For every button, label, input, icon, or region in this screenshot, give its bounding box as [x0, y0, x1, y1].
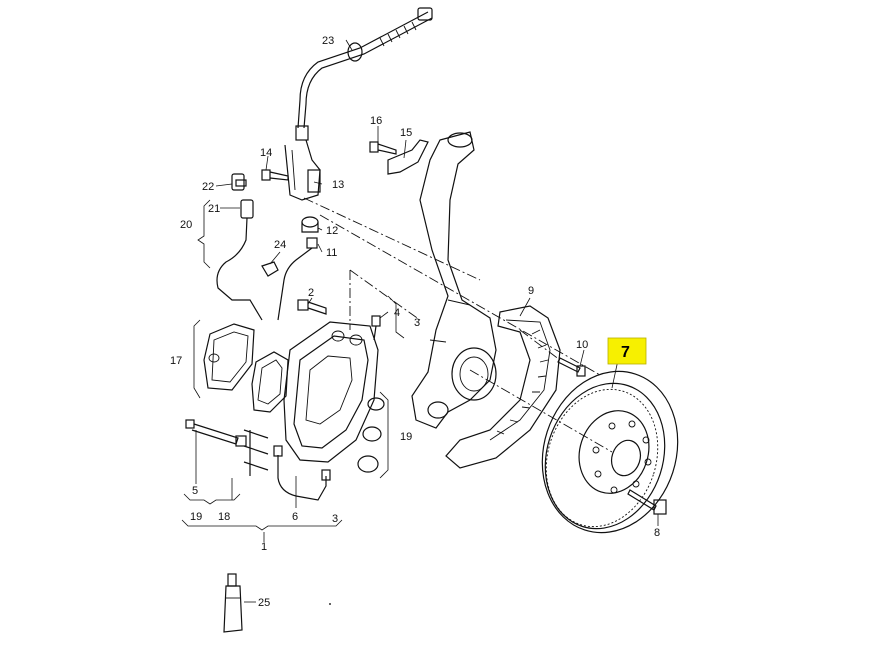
callout-5: 5	[192, 485, 198, 497]
callout-21: 21	[208, 203, 220, 215]
leader-lines	[195, 39, 659, 603]
seal-kit-19[interactable]	[357, 397, 385, 473]
callout-20: 20	[180, 219, 192, 231]
callout-10: 10	[576, 339, 588, 351]
connector-12[interactable]	[301, 216, 319, 233]
brake-disc[interactable]	[522, 354, 698, 551]
callout-19a: 19	[190, 511, 202, 523]
callout-17: 17	[170, 355, 182, 367]
speck	[329, 603, 331, 605]
brake-pads[interactable]	[203, 323, 289, 413]
callout-8: 8	[654, 527, 660, 539]
callout-9: 9	[528, 285, 534, 297]
highlight-box-7	[607, 337, 647, 365]
callout-3a: 3	[414, 317, 420, 329]
guide-pin-5[interactable]	[185, 419, 247, 447]
bolt-14[interactable]	[261, 169, 289, 181]
brake-line-6[interactable]	[273, 445, 331, 501]
callout-1: 1	[261, 541, 267, 553]
steering-knuckle[interactable]	[411, 131, 497, 429]
callout-18: 18	[218, 511, 230, 523]
callout-25: 25	[258, 597, 270, 609]
assembly-paste-25[interactable]	[223, 573, 243, 633]
hose-nut-11[interactable]	[277, 237, 318, 321]
callout-15: 15	[400, 127, 412, 139]
callout-12: 12	[326, 225, 338, 237]
bolt-10[interactable]	[557, 357, 586, 377]
callout-13: 13	[332, 179, 344, 191]
centre-lines	[303, 197, 613, 453]
brake-hose[interactable]	[295, 7, 433, 141]
callout-14: 14	[260, 147, 272, 159]
splash-shield[interactable]	[445, 305, 561, 469]
bleed-valve-4[interactable]	[371, 315, 381, 341]
callout-7: 7	[621, 344, 630, 361]
hose-bracket[interactable]	[284, 139, 321, 201]
caliper-bolt-2[interactable]	[297, 299, 327, 315]
callout-3b: 3	[332, 513, 338, 525]
clip-24[interactable]	[261, 261, 279, 277]
callout-16: 16	[370, 115, 382, 127]
wear-sensor-21[interactable]	[216, 199, 263, 321]
brake-caliper[interactable]	[283, 321, 379, 463]
bolt-16[interactable]	[369, 141, 397, 155]
callout-4: 4	[394, 307, 400, 319]
spring-clip-18[interactable]	[243, 429, 269, 476]
callout-6: 6	[292, 511, 298, 523]
bracket-15[interactable]	[387, 139, 429, 175]
group-brackets	[181, 199, 405, 531]
disc-screw-8[interactable]	[627, 489, 667, 515]
callout-23: 23	[322, 35, 334, 47]
callout-2: 2	[308, 287, 314, 299]
callout-22: 22	[202, 181, 214, 193]
callout-19b: 19	[400, 431, 412, 443]
callout-11: 11	[326, 247, 337, 259]
sensor-cap-22[interactable]	[231, 173, 247, 191]
callout-24: 24	[274, 239, 286, 251]
